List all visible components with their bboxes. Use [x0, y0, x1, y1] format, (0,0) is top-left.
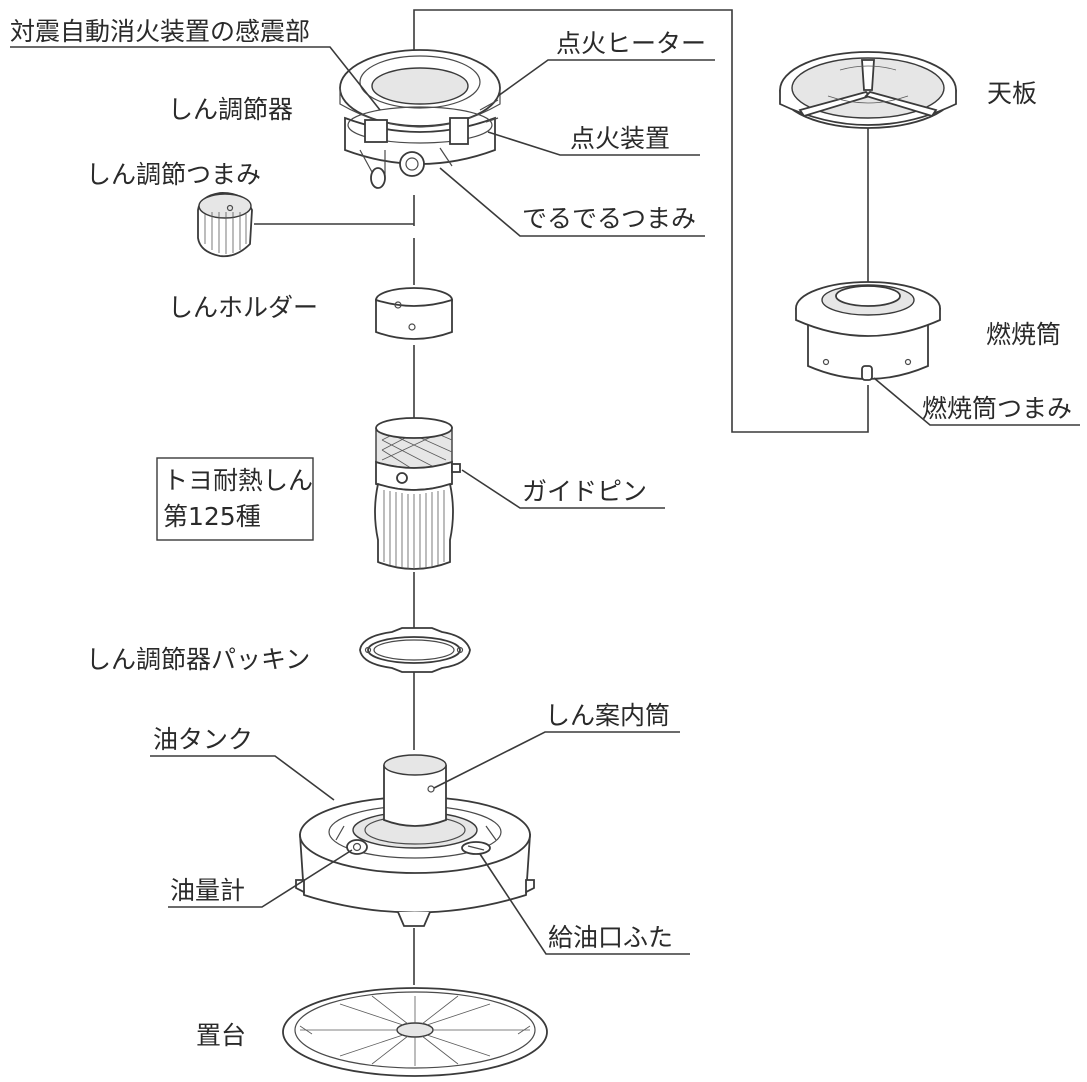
label-seismic-sensor: 対震自動消火装置の感震部 [10, 17, 310, 46]
label-combustion-cylinder-knob: 燃焼筒つまみ [922, 394, 1072, 423]
label-wick-guide-tube: しん案内筒 [545, 701, 670, 730]
label-combustion-cylinder: 燃焼筒 [986, 320, 1061, 349]
oil-tank-part [295, 754, 535, 927]
label-guide-pin: ガイドピン [522, 477, 647, 506]
wick-part [374, 417, 461, 570]
label-fuel-cap: 給油口ふた [548, 923, 673, 952]
label-igniter-heater: 点火ヒーター [556, 29, 706, 58]
adjuster-packing-part [359, 627, 471, 673]
label-adjuster-packing: しん調節器パッキン [86, 645, 310, 674]
wick-adjust-knob-part [197, 192, 253, 258]
label-base-stand: 置台 [196, 1021, 246, 1050]
label-wick-holder: しんホルダー [168, 293, 318, 322]
combustion-cylinder-part [795, 281, 941, 381]
label-wick-adjust-knob: しん調節つまみ [86, 160, 261, 189]
assembly-axis-lines [413, 9, 869, 985]
label-ignition-device: 点火装置 [570, 124, 670, 153]
top-plate-part [779, 51, 957, 129]
leader-lines [10, 46, 1080, 955]
label-oil-gauge: 油量計 [170, 876, 245, 905]
label-wick-adjuster: しん調節器 [168, 95, 293, 124]
wick-name-box [156, 457, 314, 541]
label-top-plate: 天板 [987, 79, 1037, 108]
label-wick-name-line2: 第125種 [163, 502, 261, 531]
label-oil-tank: 油タンク [153, 725, 253, 754]
wick-adjuster-part [339, 49, 501, 189]
wick-holder-part [375, 287, 453, 340]
base-stand-part [282, 987, 548, 1077]
label-deru-knob: でるでるつまみ [522, 204, 696, 233]
label-wick-name-line1: トヨ耐熱しん [163, 466, 313, 495]
